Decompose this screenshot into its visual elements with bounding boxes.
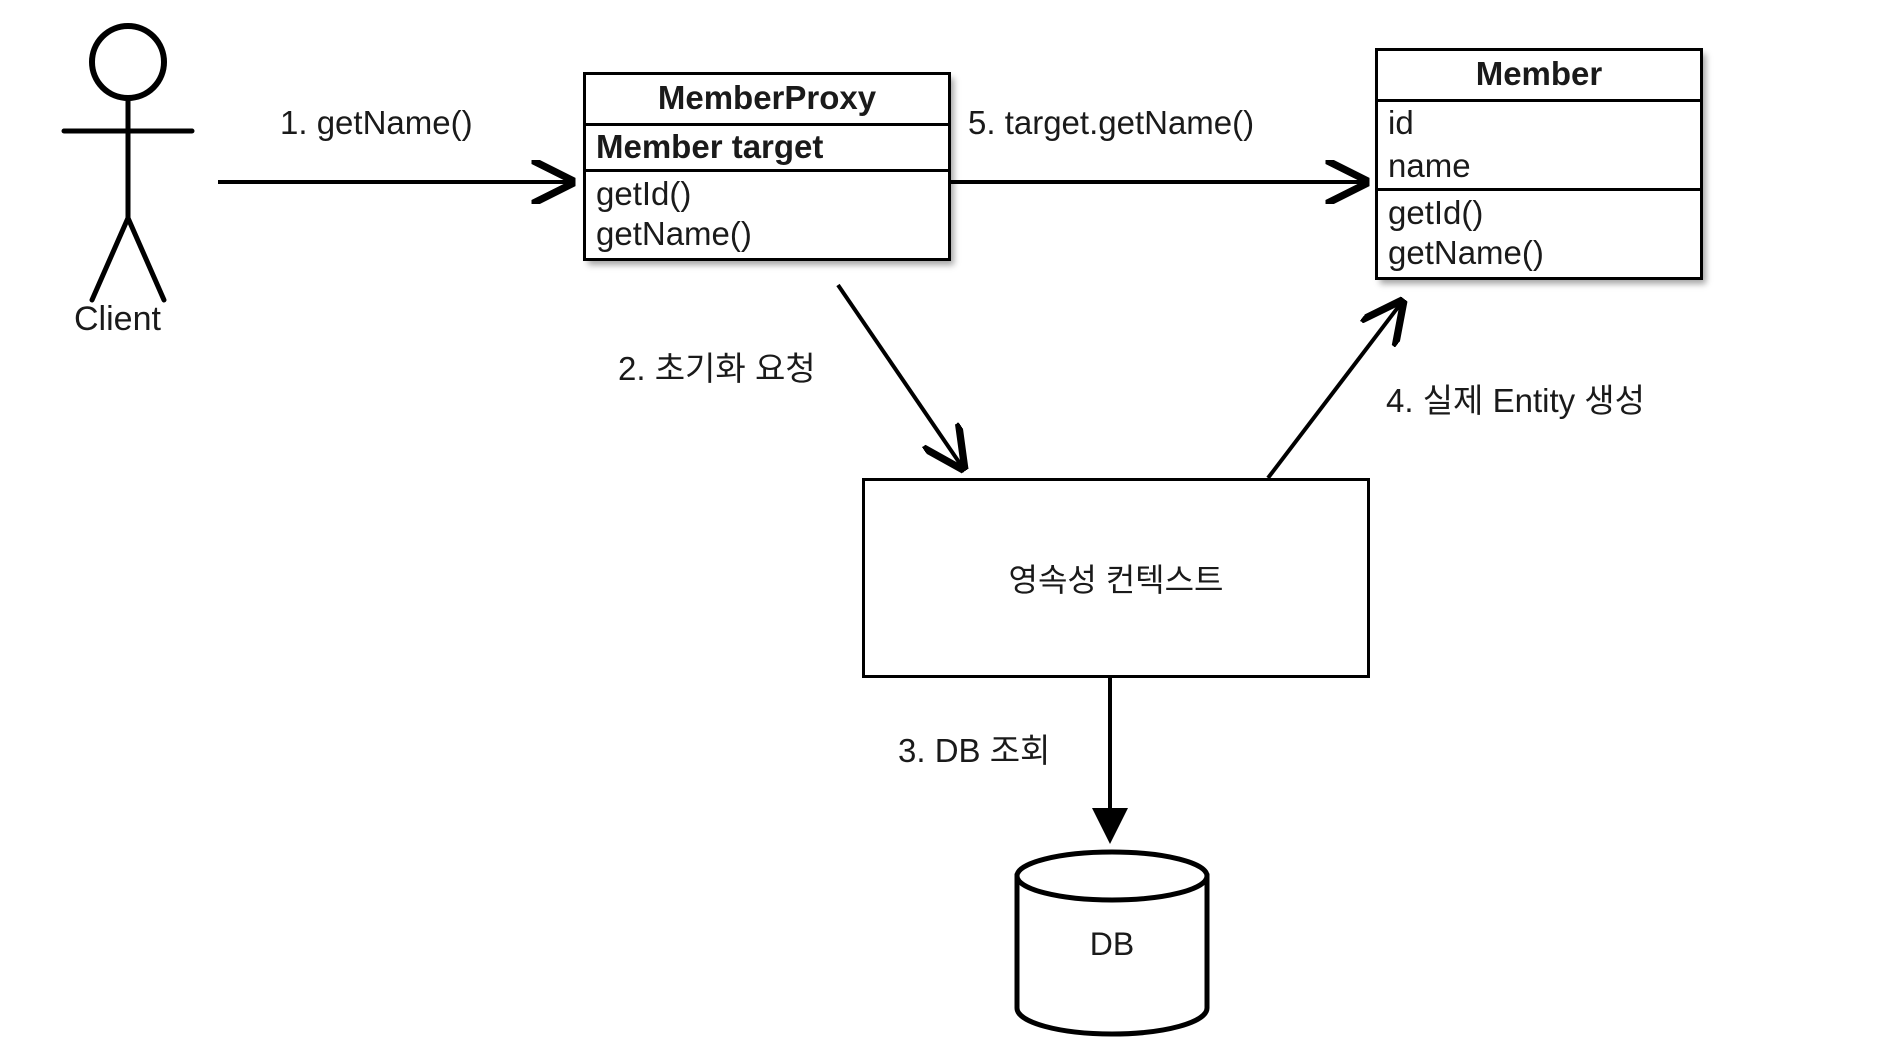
message-label-2: 2. 초기화 요청 bbox=[618, 350, 816, 387]
class-attributes-compartment: id name bbox=[1378, 102, 1700, 191]
box-persistence-context[interactable]: 영속성 컨텍스트 bbox=[862, 478, 1370, 678]
arrow-context-to-member bbox=[1266, 302, 1402, 480]
class-attributes-compartment: Member target bbox=[586, 126, 948, 172]
class-operations-compartment: getId() getName() bbox=[1378, 191, 1700, 277]
class-attribute-id: id bbox=[1388, 104, 1414, 141]
class-operation-getid: getId() bbox=[1388, 194, 1484, 231]
message-label-3: 3. DB 조회 bbox=[898, 732, 1051, 769]
class-title-compartment: MemberProxy bbox=[586, 75, 948, 126]
class-operation-getid: getId() bbox=[596, 175, 692, 212]
class-operation-getname: getName() bbox=[1388, 234, 1544, 271]
cylinder-shape bbox=[1014, 849, 1210, 1037]
class-attribute-name: name bbox=[1388, 147, 1471, 184]
class-box-memberproxy[interactable]: MemberProxy Member target getId() getNam… bbox=[583, 72, 951, 261]
message-label-4: 4. 실제 Entity 생성 bbox=[1386, 382, 1645, 419]
message-label-5: 5. target.getName() bbox=[968, 104, 1255, 141]
persistence-context-label: 영속성 컨텍스트 bbox=[1008, 562, 1224, 598]
arrow-memberproxy-to-context bbox=[836, 283, 963, 468]
datastore-db[interactable]: DB bbox=[1012, 848, 1212, 1038]
message-label-1: 1. getName() bbox=[280, 104, 473, 141]
class-title-member: Member bbox=[1475, 55, 1603, 92]
class-title-memberproxy: MemberProxy bbox=[657, 79, 877, 116]
class-operation-getname: getName() bbox=[596, 215, 752, 252]
actor-label: Client bbox=[74, 300, 161, 338]
class-attribute-member-target: Member target bbox=[596, 128, 824, 165]
class-operations-compartment: getId() getName() bbox=[586, 172, 948, 258]
class-title-compartment: Member bbox=[1378, 51, 1700, 102]
class-box-member[interactable]: Member id name getId() getName() bbox=[1375, 48, 1703, 280]
actor-stick-figure bbox=[61, 23, 195, 303]
datastore-label: DB bbox=[1089, 926, 1135, 962]
